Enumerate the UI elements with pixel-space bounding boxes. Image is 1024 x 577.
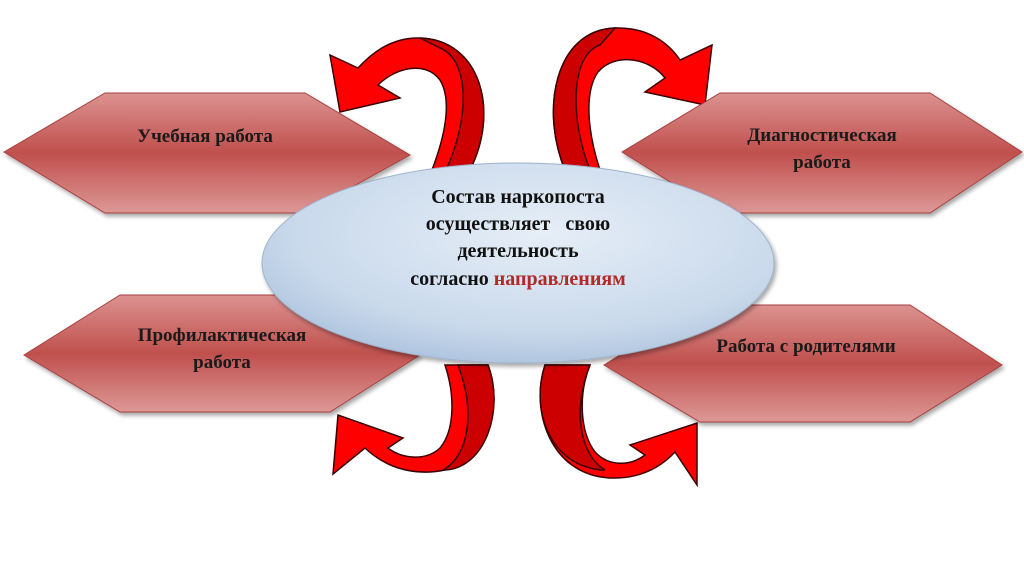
center-line-2: осуществляет свою [426,213,610,235]
node-label-diagnostic-1: Диагностическая [747,125,897,146]
node-label-prevention-1: Профилактическая [138,325,307,346]
center-line-3: деятельность [457,240,579,262]
center-line-1: Состав наркопоста [431,186,605,208]
arrow-bottom-left [332,364,495,476]
arrow-bottom-right [539,364,698,488]
hexagon-top-left [3,92,412,214]
center-ellipse [261,162,775,364]
node-label-prevention-2: работа [193,352,251,373]
center-highlight: направлениям [494,268,626,290]
node-label-diagnostic-2: работа [793,152,851,173]
node-label-study: Учебная работа [137,126,273,147]
node-label-parents: Работа с родителями [716,336,895,357]
center-line-4: согласно направлениям [410,268,626,290]
center-line-4-text: согласно [410,268,494,290]
